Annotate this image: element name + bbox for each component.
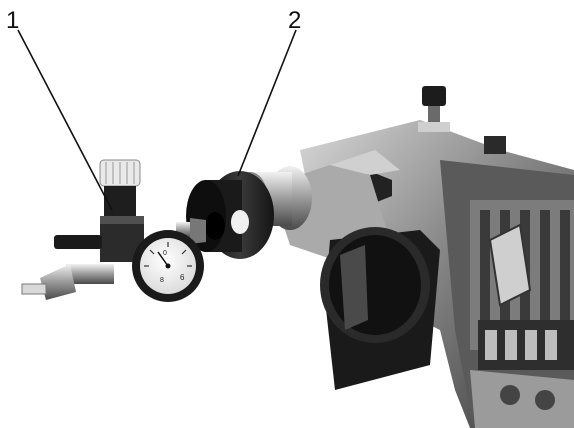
callout-2-label: 2 [288, 7, 301, 34]
pressure-regulator [54, 159, 144, 262]
callout-2-leader [237, 29, 297, 177]
top-valve [418, 86, 506, 154]
gauge-scale-top: 0 [163, 250, 167, 257]
pressure-gauge: 0 6 8 [132, 230, 204, 302]
gauge-scale-mid: 6 [180, 273, 185, 282]
gauge-scale-low: 8 [160, 277, 164, 284]
callout-1-leader [17, 29, 113, 211]
callout-1-label: 1 [6, 7, 19, 34]
inlet-coupler [21, 264, 114, 300]
gauge-needle [157, 251, 169, 267]
outlet-flange [320, 227, 440, 390]
